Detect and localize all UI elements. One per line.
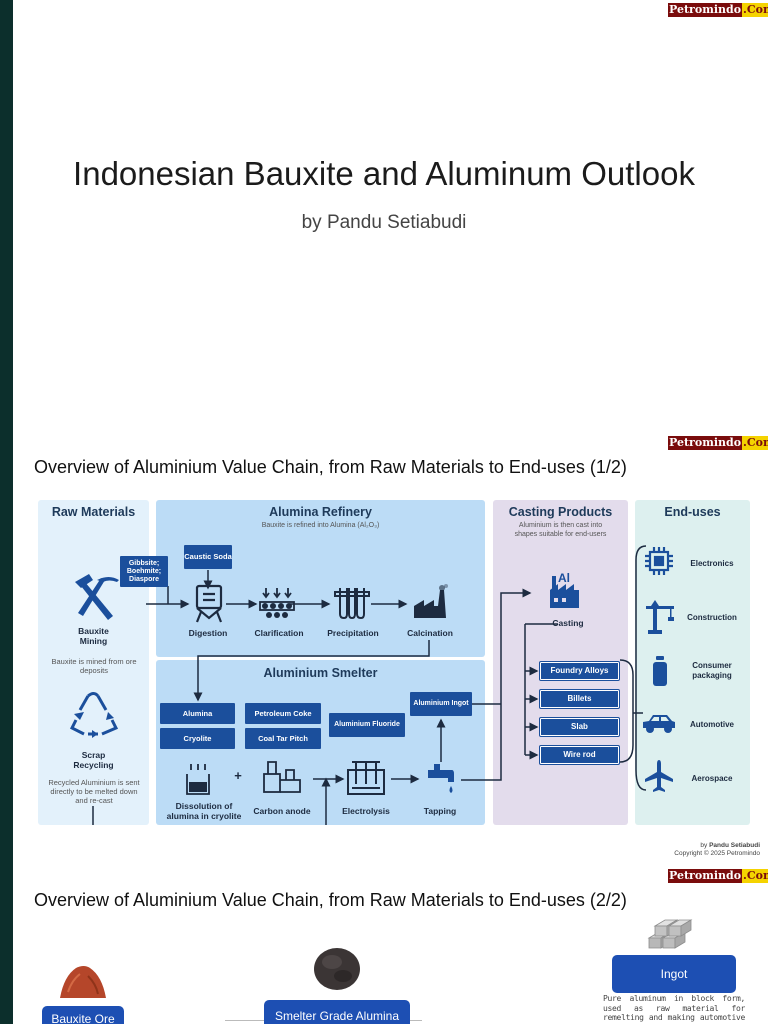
electronics-label: Electronics	[690, 559, 734, 568]
al-symbol: Al	[558, 571, 570, 585]
alumina-refinery-panel: Alumina Refinery Bauxite is refined into…	[156, 500, 485, 657]
casting-factory-icon	[550, 576, 579, 608]
input-alumina: Alumina	[160, 703, 235, 724]
input-cryolite: Cryolite	[160, 728, 235, 749]
product-slab: Slab	[539, 717, 620, 737]
calcination-kiln-icon	[414, 584, 448, 618]
aerospace-label: Aerospace	[691, 774, 733, 783]
brand-suffix: .Com	[742, 869, 768, 883]
can-icon	[653, 656, 667, 686]
clarification-label: Clarification	[254, 628, 304, 638]
section-heading-2: Overview of Aluminium Value Chain, from …	[34, 890, 627, 910]
brand-logo: Petromindo.Com	[668, 436, 768, 450]
smelter-title: Aluminium Smelter	[263, 666, 378, 680]
copyright: by Pandu Setiabudi Copyright © 2025 Petr…	[674, 842, 760, 858]
aluminium-ingot-box: Aluminium Ingot	[410, 692, 472, 716]
car-icon	[643, 715, 675, 733]
casting-subtitle: Aluminium is then cast into shapes suita…	[514, 522, 607, 538]
product-billets: Billets	[539, 689, 620, 709]
automotive-label: Automotive	[690, 720, 734, 729]
digestion-tank-icon	[195, 584, 223, 623]
product-wire-rod: Wire rod	[539, 745, 620, 765]
carbon-anode-label: Carbon anode	[253, 806, 311, 816]
refinery-title: Alumina Refinery	[269, 505, 372, 519]
aluminium-fluoride-box: Aluminium Fluoride	[329, 713, 405, 737]
brand-name: Petromindo	[668, 3, 743, 17]
end-uses-title: End-uses	[664, 505, 721, 519]
input-petroleum-coke: Petroleum Coke	[245, 703, 321, 724]
connector-line	[225, 1020, 265, 1021]
hammer-pickaxe-icon	[75, 574, 119, 620]
construction-label: Construction	[687, 613, 737, 622]
calcination-label: Calcination	[407, 628, 453, 638]
left-rail	[0, 0, 13, 1024]
document-author: by Pandu Setiabudi	[301, 212, 467, 233]
alumina-powder-image	[314, 948, 360, 990]
dissolution-label: Dissolution of alumina in cryolite	[166, 801, 242, 821]
airplane-icon	[645, 760, 673, 792]
ore-types-box: Gibbsite; Boehmite; Diaspore	[120, 556, 168, 587]
raw-materials-panel: Raw Materials	[38, 500, 149, 825]
product-foundry-alloys: Foundry Alloys	[539, 661, 620, 681]
casting-label: Casting	[552, 618, 584, 628]
brand-logo: Petromindo.Com	[668, 869, 768, 883]
brand-name: Petromindo	[668, 436, 743, 450]
precipitation-label: Precipitation	[327, 628, 379, 638]
brand-logo: Petromindo.Com	[668, 3, 768, 17]
tapping-label: Tapping	[423, 806, 457, 816]
brand-name: Petromindo	[668, 869, 743, 883]
precipitation-tubes-icon	[334, 588, 370, 620]
section-heading-1: Overview of Aluminium Value Chain, from …	[34, 457, 627, 477]
consumer-packaging-label: Consumer packaging	[692, 661, 732, 680]
connector-line	[410, 1020, 422, 1021]
casting-title: Casting Products	[508, 505, 613, 519]
value-chain-diagram: Raw Materials Alumina Refinery Bauxite i…	[38, 500, 750, 825]
brand-suffix: .Com	[742, 436, 768, 450]
caustic-soda-box: Caustic Soda	[184, 545, 232, 569]
bauxite-ore-image	[60, 966, 106, 998]
scrap-recycling-note: Recycled Aluminium is sent directly to b…	[48, 778, 140, 805]
flow-arrows	[92, 545, 647, 825]
ingot-description: Pure aluminum in block form, used as raw…	[603, 994, 745, 1024]
copyright-line: Copyright © 2025 Petromindo	[674, 850, 760, 857]
digestion-label: Digestion	[188, 628, 228, 638]
scrap-recycling-label: Scrap Recycling	[73, 750, 114, 770]
tapping-faucet-icon	[428, 764, 454, 793]
crane-icon	[646, 600, 674, 634]
copyright-author: Pandu Setiabudi	[709, 842, 760, 849]
document-title: Indonesian Bauxite and Aluminum Outlook	[73, 155, 695, 192]
smelter-grade-alumina-box: Smelter Grade Alumina	[264, 1000, 410, 1024]
bauxite-mining-note: Bauxite is mined from ore deposits	[51, 657, 137, 675]
refinery-subtitle: Bauxite is refined into Alumina (Al₂O₃)	[261, 522, 380, 529]
electrolysis-cell-icon	[347, 761, 385, 795]
bauxite-ore-box: Bauxite Ore	[42, 1006, 124, 1024]
recycle-icon	[69, 692, 119, 738]
brand-suffix: .Com	[742, 3, 768, 17]
bauxite-mining-label: Bauxite Mining	[78, 626, 109, 646]
raw-materials-title: Raw Materials	[51, 505, 136, 519]
clarification-icon	[259, 588, 295, 618]
dissolution-beaker-icon	[186, 764, 210, 795]
chip-icon	[645, 547, 673, 575]
carbon-anode-icon	[263, 761, 301, 793]
ingot-stack-image	[647, 919, 693, 949]
plus-sign: +	[234, 768, 242, 783]
electrolysis-label: Electrolysis	[342, 806, 390, 816]
input-coal-tar-pitch: Coal Tar Pitch	[245, 728, 321, 749]
ingot-box: Ingot	[612, 955, 736, 993]
copyright-by: by	[700, 842, 708, 849]
end-uses-panel: End-uses	[635, 500, 750, 825]
